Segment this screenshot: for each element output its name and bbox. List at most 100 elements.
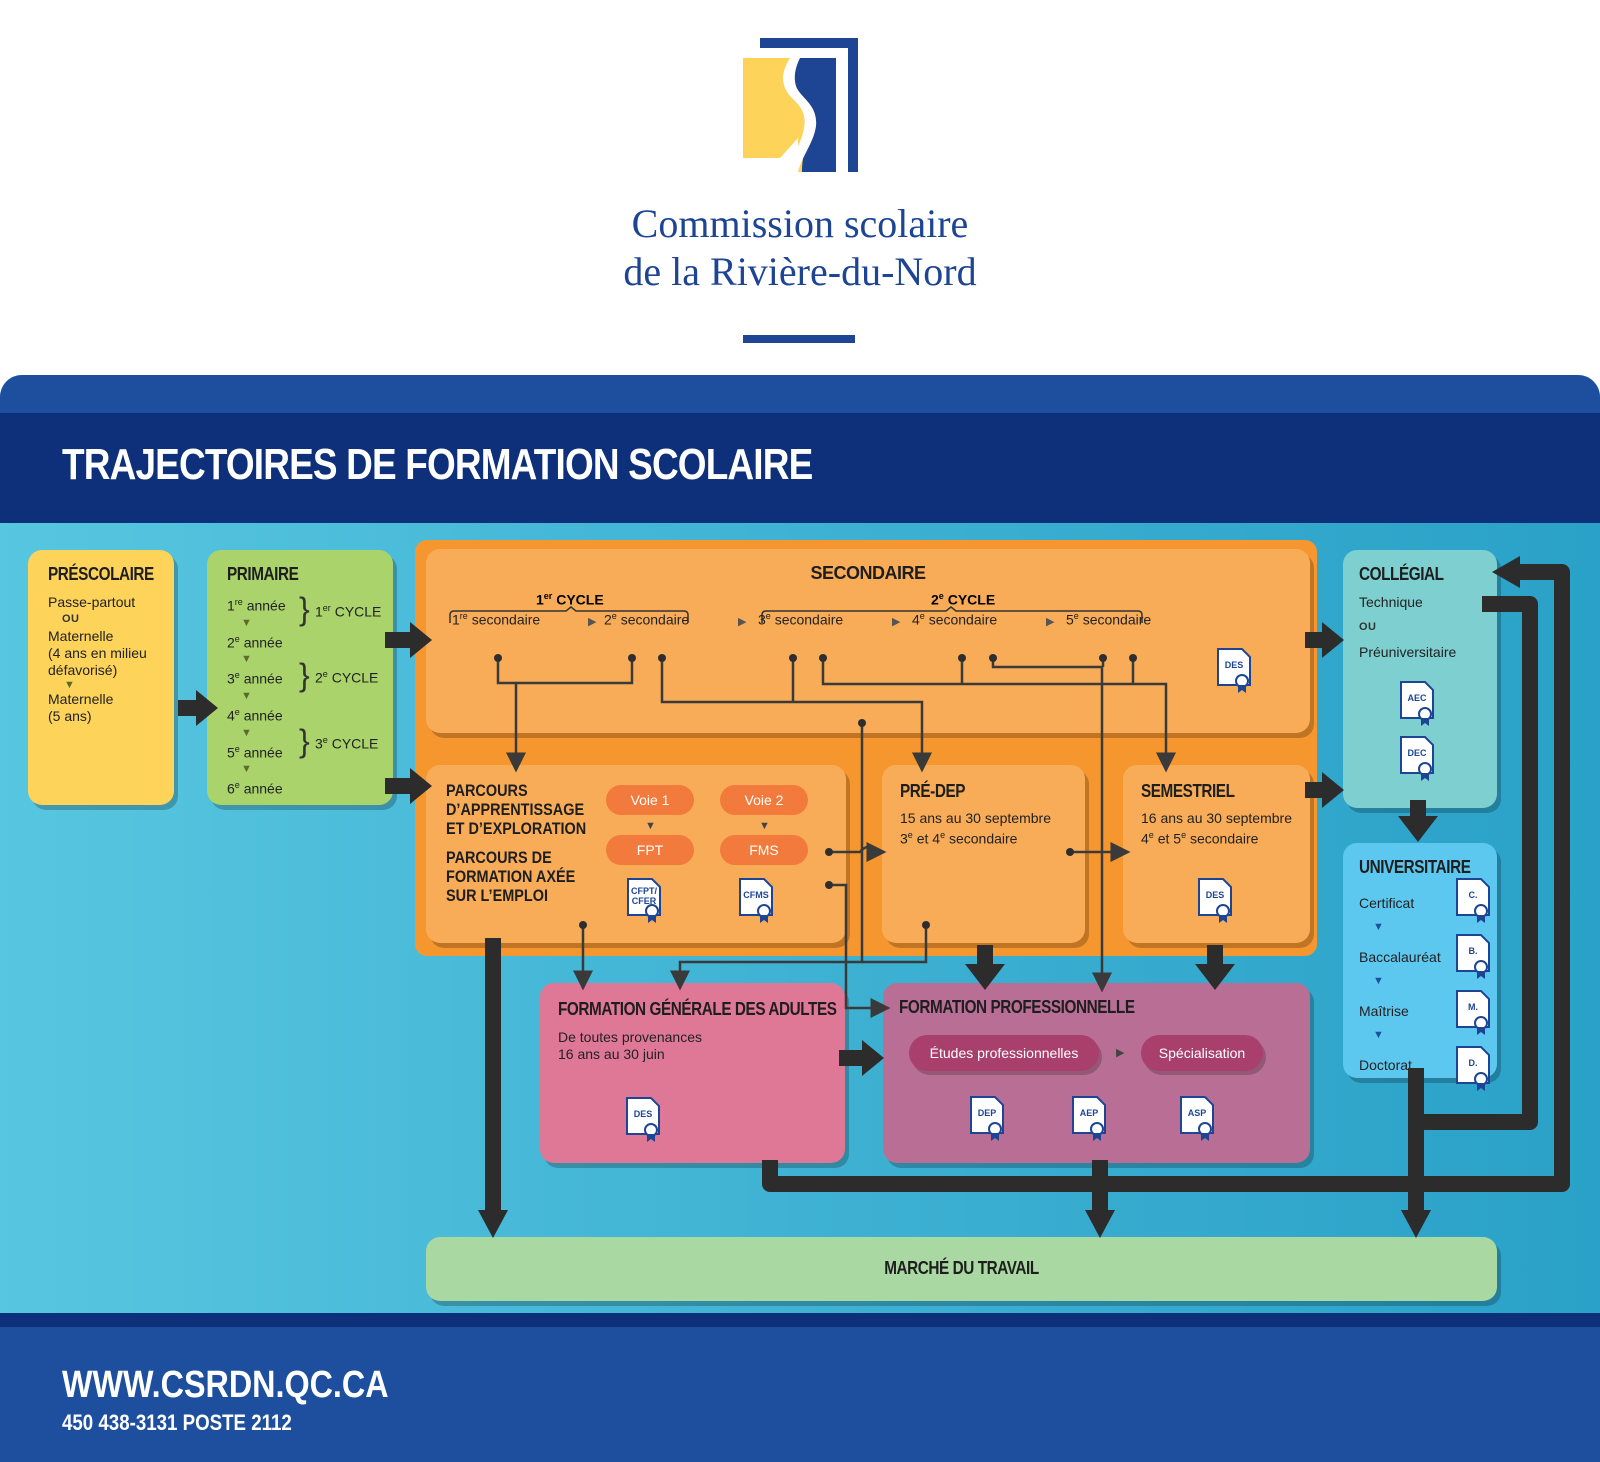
diploma-label: D. — [1468, 1058, 1478, 1068]
diploma-icon: C. — [1455, 877, 1491, 923]
secondaire-level: 1re secondaire — [452, 611, 541, 628]
down-triangle-icon: ▼ — [1373, 975, 1384, 987]
prescolaire-item-2c: défavorisé) — [48, 662, 118, 678]
collegial-ou: OU — [1359, 621, 1377, 633]
diploma-icon: DES — [625, 1096, 661, 1142]
primaire-cycle: 3e CYCLE — [315, 735, 379, 752]
down-triangle-icon: ▼ — [241, 689, 252, 702]
down-triangle-icon: ▼ — [241, 616, 252, 629]
semestriel-line-1: 16 ans au 30 septembre — [1141, 810, 1292, 826]
secondaire-level: 4e secondaire — [912, 611, 998, 628]
logo — [740, 38, 860, 178]
specialisation-pill: Spécialisation — [1141, 1035, 1263, 1071]
diploma-icon: DEC — [1399, 735, 1435, 781]
diploma-icon: M. — [1455, 989, 1491, 1035]
down-triangle-icon: ▼ — [1373, 1029, 1384, 1041]
etudes-professionnelles-pill: Études professionnelles — [909, 1035, 1099, 1071]
semestriel-line-2: 4e et 5e secondaire — [1141, 830, 1259, 847]
down-triangle-icon: ▼ — [1373, 921, 1384, 933]
diploma-label: DEC — [1407, 748, 1427, 758]
down-triangle-icon: ▼ — [759, 820, 770, 832]
fga-line-2: 16 ans au 30 juin — [558, 1046, 665, 1062]
diploma-label: AEP — [1079, 1108, 1099, 1118]
collegial-item-2: Préuniversitaire — [1359, 644, 1457, 660]
predep-line-1: 15 ans au 30 septembre — [900, 810, 1051, 826]
primaire-year: 4e année — [227, 706, 283, 724]
parcours-title-1a: PARCOURS — [446, 781, 528, 800]
fpt-pill: FPT — [606, 835, 694, 865]
right-triangle-icon: ▶ — [1116, 1047, 1125, 1059]
fp-box: FORMATION PROFESSIONNELLE Études profess… — [883, 983, 1310, 1163]
diploma-label: B. — [1468, 946, 1478, 956]
logo-line-2: de la Rivière-du-Nord — [623, 249, 977, 294]
cycle-brace: } — [299, 657, 310, 693]
fga-box: FORMATION GÉNÉRALE DES ADULTES De toutes… — [540, 983, 845, 1163]
diploma-label: DES — [1205, 890, 1225, 900]
prescolaire-item-2: Maternelle — [48, 628, 114, 644]
universitaire-item: Baccalauréat — [1359, 949, 1441, 965]
right-triangle-icon: ▶ — [588, 616, 597, 628]
diploma-label: AEC — [1407, 693, 1427, 703]
predep-box: PRÉ-DEP 15 ans au 30 septembre 3e et 4e … — [882, 765, 1085, 943]
diploma-icon: CFPT/CFER — [626, 877, 662, 923]
primaire-year: 6e année — [227, 780, 283, 797]
right-triangle-icon: ▶ — [1046, 616, 1055, 628]
prescolaire-item-3: Maternelle — [48, 691, 114, 707]
page-title: TRAJECTOIRES DE FORMATION SCOLAIRE — [62, 440, 813, 489]
down-triangle-icon: ▼ — [645, 820, 656, 832]
diploma-icon: DEP — [969, 1095, 1005, 1141]
logo-line-1: Commission scolaire — [631, 201, 969, 246]
secondaire-level: 2e secondaire — [604, 611, 690, 628]
prescolaire-item-3b: (5 ans) — [48, 708, 92, 724]
diploma-icon: DES — [1197, 877, 1233, 923]
predep-title: PRÉ-DEP — [900, 781, 966, 801]
predep-line-2: 3e et 4e secondaire — [900, 830, 1018, 847]
primaire-cycle: 2e CYCLE — [315, 669, 379, 686]
universitaire-item: Doctorat — [1359, 1057, 1412, 1073]
parcours-title-2c: SUR L’EMPLOI — [446, 886, 548, 905]
collegial-title: COLLÉGIAL — [1359, 564, 1444, 584]
diploma-label: DES — [633, 1109, 653, 1119]
voie-2-pill: Voie 2 — [720, 785, 808, 815]
diploma-icon: B. — [1455, 933, 1491, 979]
secondaire-level: 3e secondaire — [758, 611, 844, 628]
diploma-icon: D. — [1455, 1045, 1491, 1091]
down-triangle-icon: ▼ — [64, 679, 75, 691]
diploma-icon: AEP — [1071, 1095, 1107, 1141]
universitaire-box: UNIVERSITAIRE Certificat ▼ C. Baccalauréat ▼… — [1343, 843, 1497, 1091]
primaire-box: PRIMAIRE 1re année▼2e année▼3e année▼4e … — [207, 550, 393, 805]
primaire-year: 1re année — [227, 597, 286, 614]
primaire-year: 2e année — [227, 633, 283, 651]
footer-website[interactable]: WWW.CSRDN.QC.CA — [62, 1364, 389, 1406]
universitaire-title: UNIVERSITAIRE — [1359, 857, 1471, 877]
diploma-icon: AEC — [1399, 680, 1435, 726]
fms-pill: FMS — [720, 835, 808, 865]
right-triangle-icon: ▶ — [892, 616, 901, 628]
cycle-brace: } — [299, 723, 310, 759]
universitaire-item: Certificat — [1359, 895, 1415, 911]
diploma-label-cfer: CFER — [631, 896, 657, 906]
voie-1-pill: Voie 1 — [606, 785, 694, 815]
down-triangle-icon: ▼ — [241, 726, 252, 739]
semestriel-title: SEMESTRIEL — [1141, 781, 1235, 801]
primaire-cycle: 1er CYCLE — [315, 603, 382, 620]
diploma-icon: DES — [1216, 647, 1252, 693]
semestriel-box: SEMESTRIEL 16 ans au 30 septembre 4e et … — [1123, 765, 1310, 943]
down-triangle-icon: ▼ — [241, 763, 252, 776]
logo-text: Commission scolaire de la Rivière-du-Nor… — [0, 200, 1600, 296]
primaire-year: 5e année — [227, 743, 283, 761]
collegial-item-1: Technique — [1359, 594, 1423, 610]
prescolaire-ou: OU — [62, 613, 80, 625]
diploma-icon: ASP — [1179, 1095, 1215, 1141]
diploma-label: C. — [1468, 890, 1478, 900]
parcours-title-1b: D’APPRENTISSAGE — [446, 800, 585, 819]
collegial-box: COLLÉGIAL Technique OU Préuniversitaire … — [1343, 550, 1497, 808]
parcours-title-1c: ET D’EXPLORATION — [446, 819, 587, 838]
fga-title: FORMATION GÉNÉRALE DES ADULTES — [558, 999, 837, 1019]
cycle-braces — [449, 606, 1143, 623]
parcours-title-2a: PARCOURS DE — [446, 848, 552, 867]
logo-divider — [743, 335, 855, 343]
secondaire-level: 5e secondaire — [1066, 611, 1152, 628]
diploma-label: DEP — [977, 1108, 997, 1118]
parcours-box: PARCOURS D’APPRENTISSAGE ET D’EXPLORATIO… — [426, 765, 846, 943]
